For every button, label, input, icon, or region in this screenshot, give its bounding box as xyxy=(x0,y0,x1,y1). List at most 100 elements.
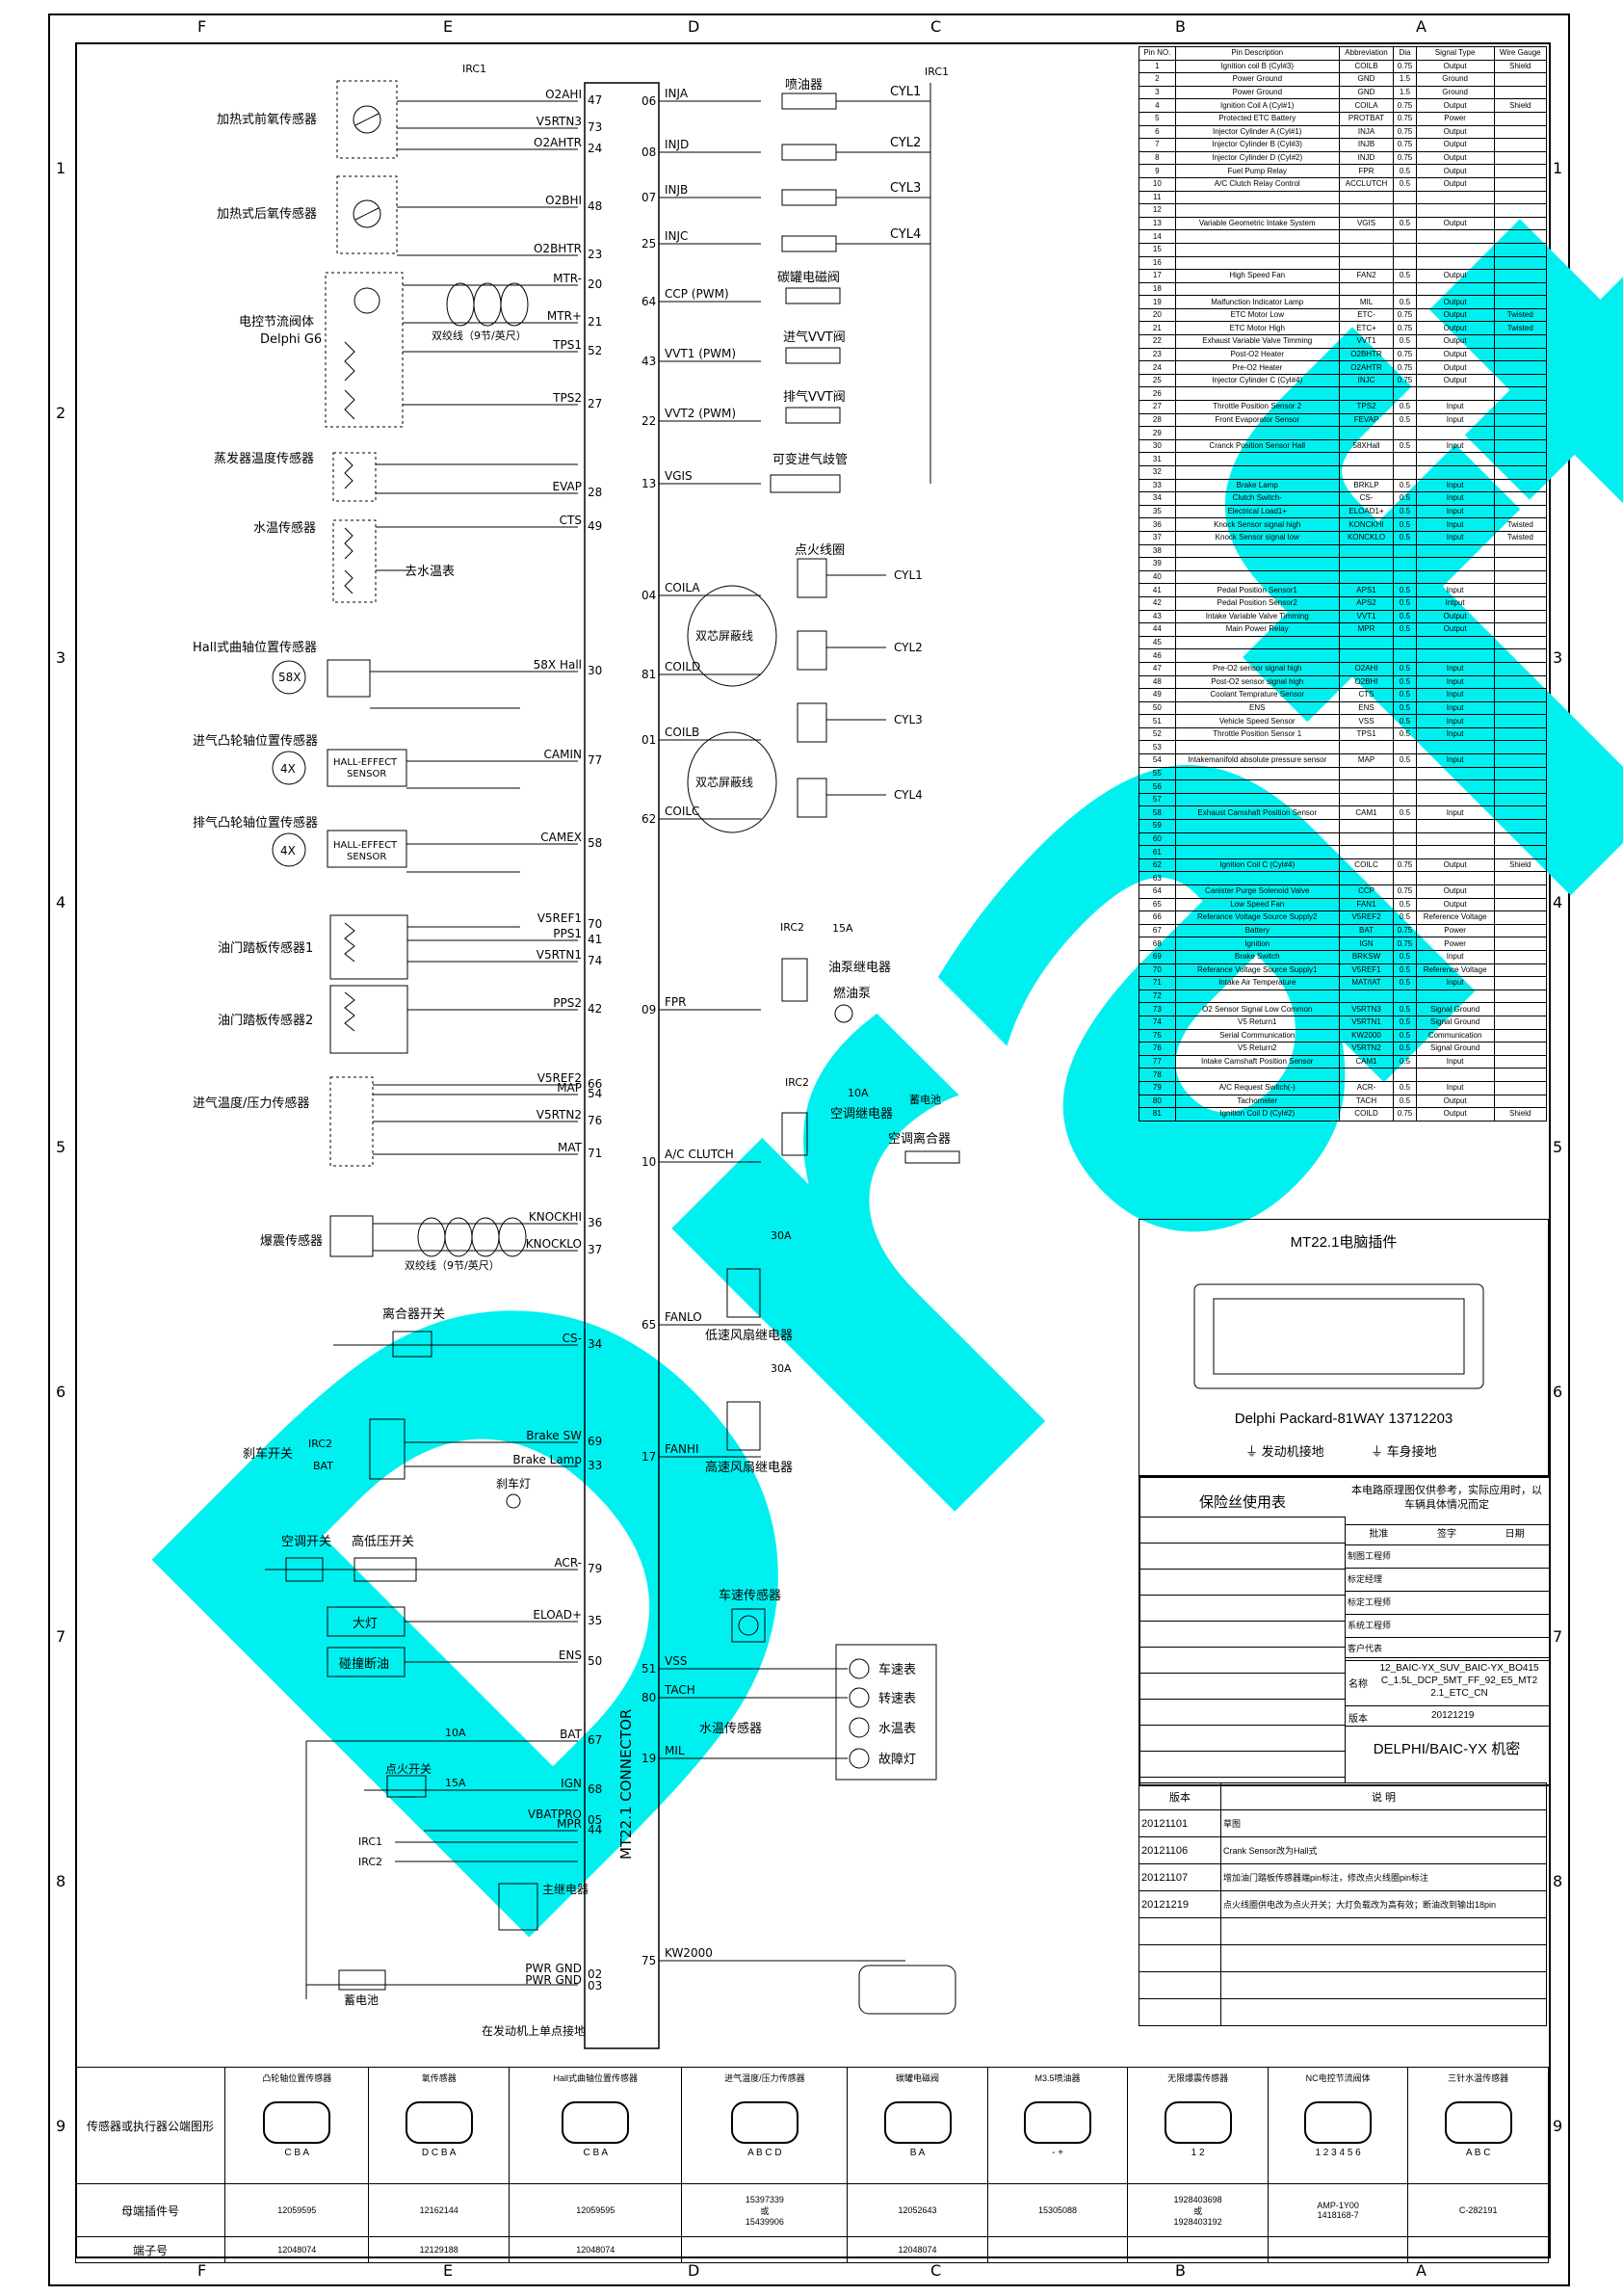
right-pin-name: FANHI xyxy=(665,1442,699,1456)
table-row: 39 xyxy=(1139,557,1548,571)
table-cell: Output xyxy=(1415,59,1495,74)
fuse-table-title: 保险丝使用表 xyxy=(1198,1494,1286,1511)
table-cell: 37 xyxy=(1139,530,1176,545)
irc2-label-fpr: IRC2 xyxy=(780,921,804,934)
table-cell xyxy=(1493,478,1548,493)
grid-letter-bottom: D xyxy=(688,2261,699,2280)
left-pin-number: 23 xyxy=(588,248,602,261)
coil-cyl2: CYL2 xyxy=(894,641,923,654)
left-pin-number: 27 xyxy=(588,397,602,410)
irc2-label-main: IRC2 xyxy=(358,1856,382,1868)
table-cell: 75 xyxy=(1139,1028,1176,1043)
table-cell xyxy=(1493,465,1548,480)
grid-letter-top: F xyxy=(197,17,206,36)
ecu-connector-title: MT22.1电脑插件 xyxy=(1290,1234,1398,1251)
table-cell xyxy=(1393,792,1417,807)
grid-number-right: 9 xyxy=(1553,2117,1562,2135)
right-pin-name: VVT1 (PWM) xyxy=(665,347,736,360)
table-cell: ETC+ xyxy=(1338,321,1395,336)
table-cell xyxy=(1493,543,1548,559)
fuse-30a-lo: 30A xyxy=(771,1229,792,1242)
table-cell: Clutch Switch- xyxy=(1174,491,1340,506)
table-cell: 32 xyxy=(1139,465,1176,480)
table-cell xyxy=(1393,242,1417,257)
left-pin-name: PWR GND xyxy=(525,1962,582,1975)
table-cell xyxy=(1493,176,1548,192)
table-cell xyxy=(1493,334,1548,349)
grid-number-right: 1 xyxy=(1553,159,1562,177)
table-cell xyxy=(1393,740,1417,755)
connector-icon xyxy=(1444,2101,1512,2144)
table-cell: KONCKLO xyxy=(1338,530,1395,545)
left-pin-name: V5RTN2 xyxy=(537,1108,582,1122)
table-cell: V5REF2 xyxy=(1338,910,1395,925)
pin-table-header: Pin NO. xyxy=(1139,46,1176,61)
table-cell xyxy=(1393,819,1417,833)
table-row: 12 xyxy=(1139,203,1548,218)
table-cell xyxy=(1415,989,1495,1004)
table-cell xyxy=(1493,688,1548,702)
connector-pin-letters: 1 2 3 4 5 6 xyxy=(1315,2148,1361,2158)
grid-number-left: 1 xyxy=(56,159,65,177)
left-pin-name: CAMIN xyxy=(544,748,582,761)
table-cell: 12129188 xyxy=(368,2236,510,2263)
table-cell: TPS2 xyxy=(1338,400,1395,414)
table-cell: 1.5 xyxy=(1393,72,1417,87)
table-cell: TACH xyxy=(1338,1094,1395,1109)
irc1-label-main: IRC1 xyxy=(358,1835,382,1848)
table-cell xyxy=(1493,347,1548,362)
table-cell xyxy=(1493,1015,1548,1030)
table-cell xyxy=(1338,845,1395,859)
table-cell xyxy=(1493,976,1548,990)
left-pin-name: CAMEX xyxy=(540,831,582,844)
table-cell: 0.5 xyxy=(1393,609,1417,624)
table-cell: 0.5 xyxy=(1393,1042,1417,1056)
brake-switch-label: 刹车开关 xyxy=(243,1446,293,1462)
revision-cell xyxy=(1220,1944,1547,1972)
crank-sensor xyxy=(272,659,578,709)
table-cell xyxy=(1393,190,1417,205)
table-cell xyxy=(1393,779,1417,794)
table-cell: 43 xyxy=(1139,609,1176,624)
table-cell: V5RTN2 xyxy=(1338,1042,1395,1056)
right-pin-number: 25 xyxy=(641,237,656,251)
post-o2-label: 加热式后氧传感器 xyxy=(217,206,317,222)
table-cell: 0.75 xyxy=(1393,937,1417,951)
left-pin-number: 48 xyxy=(588,199,602,213)
table-cell: VSS xyxy=(1338,714,1395,728)
table-cell xyxy=(1493,72,1548,87)
table-cell: Injector Cylinder C (Cyl#4) xyxy=(1174,373,1340,388)
fan-hi-label: 高速风扇继电器 xyxy=(705,1460,793,1475)
table-cell: 1 xyxy=(1139,59,1176,74)
table-cell: 68 xyxy=(1139,937,1176,951)
table-cell: Intake Camshaft Position Sensor xyxy=(1174,1054,1340,1069)
table-cell xyxy=(1338,989,1395,1004)
water-gauge-label: 水温表 xyxy=(878,1722,916,1736)
table-cell: 12059595 xyxy=(508,2183,683,2237)
table-cell: Output xyxy=(1415,216,1495,231)
table-cell: Input xyxy=(1415,753,1495,768)
table-cell: ETC- xyxy=(1338,307,1395,323)
table-cell: 0.5 xyxy=(1393,583,1417,597)
left-pin-name: MAP xyxy=(557,1081,582,1095)
table-cell: INJC xyxy=(1338,373,1395,388)
connector-name: 进气温度/压力传感器 xyxy=(724,2073,805,2083)
table-cell: 6 xyxy=(1139,124,1176,140)
table-cell xyxy=(1338,465,1395,480)
left-pin-name: O2BHTR xyxy=(534,242,582,255)
left-pin-number: 74 xyxy=(588,954,602,967)
table-cell: BRKSW xyxy=(1338,949,1395,964)
table-cell: Low Speed Fan xyxy=(1174,897,1340,912)
right-pin-name: COILA xyxy=(665,581,700,594)
table-cell xyxy=(1493,203,1548,218)
table-cell: Intput xyxy=(1415,595,1495,611)
table-cell: 14 xyxy=(1139,229,1176,244)
table-cell: Pedal Position Sensor1 xyxy=(1174,583,1340,597)
